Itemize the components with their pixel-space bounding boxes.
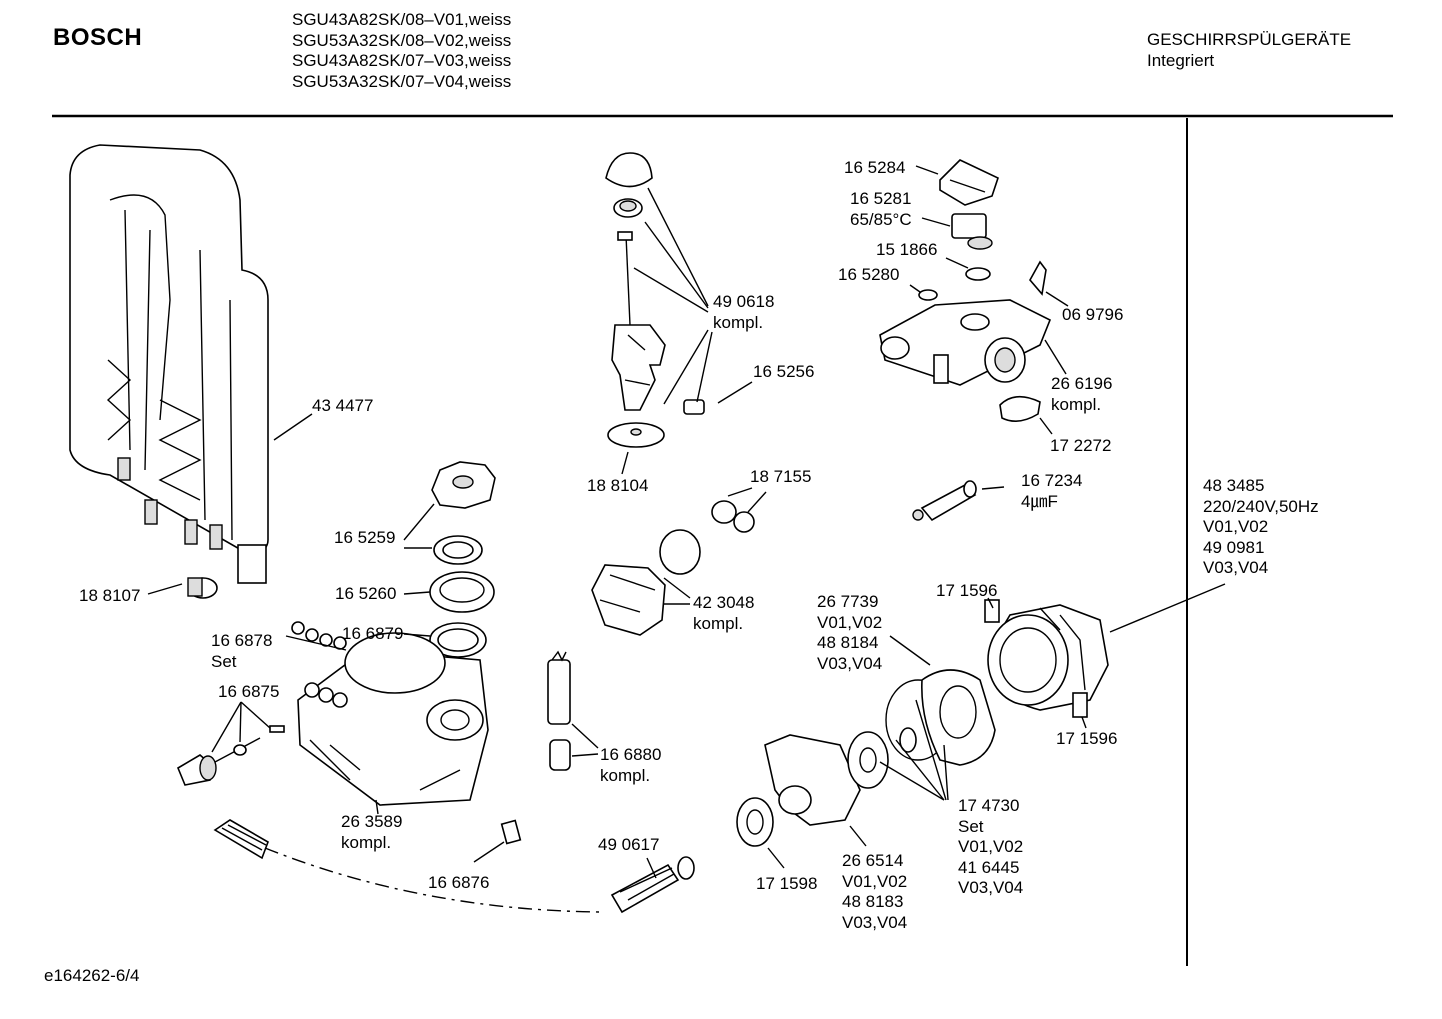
part-label-165260: 16 5260 xyxy=(335,584,397,603)
part-label-171596-bottom: 17 1596 xyxy=(1056,729,1118,748)
part-label-171598: 17 1598 xyxy=(756,874,818,893)
part-label-165284: 16 5284 xyxy=(844,158,906,177)
part-label-434477: 43 4477 xyxy=(312,396,374,415)
part-label-165280: 16 5280 xyxy=(838,265,900,284)
float-assembly-part xyxy=(605,152,705,448)
brand-logo: BOSCH xyxy=(53,24,143,51)
plug-set-part xyxy=(285,621,347,651)
leader-lines xyxy=(147,165,1226,879)
part-label-069796: 06 9796 xyxy=(1062,305,1124,324)
part-label-151866: 15 1866 xyxy=(876,240,938,259)
circulation-pump-part xyxy=(736,669,996,847)
hose-clamp-part xyxy=(187,577,218,599)
part-label-166875: 16 6875 xyxy=(218,682,280,701)
pressure-switch-part xyxy=(591,500,755,636)
part-label-166876: 16 6876 xyxy=(428,873,490,892)
category-block: GESCHIRRSPÜLGERÄTE Integriert xyxy=(1147,30,1351,71)
heating-pump-part xyxy=(984,599,1109,718)
part-label-171596-top: 17 1596 xyxy=(936,581,998,600)
dispenser-part xyxy=(297,632,489,806)
category-title: GESCHIRRSPÜLGERÄTE xyxy=(1147,30,1352,49)
capacitor-part xyxy=(912,480,977,522)
water-pocket-part xyxy=(69,144,269,584)
part-label-187155: 18 7155 xyxy=(750,467,812,486)
part-label-188107: 18 8107 xyxy=(79,586,141,605)
part-label-166879: 16 6879 xyxy=(342,624,404,643)
model-line: SGU43A82SK/07–V03,weiss xyxy=(292,51,512,71)
salt-container-parts xyxy=(429,461,496,658)
part-label-188104: 18 8104 xyxy=(587,476,649,495)
part-label-490617: 49 0617 xyxy=(598,835,660,854)
part-label-165256: 16 5256 xyxy=(753,362,815,381)
category-subtitle: Integriert xyxy=(1147,50,1215,70)
hose-parts xyxy=(213,819,695,914)
part-label-165259: 16 5259 xyxy=(334,528,396,547)
aqua-sensor-part xyxy=(547,650,571,771)
model-line: SGU53A32SK/08–V02,weiss xyxy=(292,30,512,50)
model-list: SGU43A82SK/08–V01,weiss SGU53A32SK/08–V0… xyxy=(292,10,511,93)
model-line: SGU53A32SK/07–V04,weiss xyxy=(292,72,512,92)
part-label-172272: 17 2272 xyxy=(1050,436,1112,455)
sensor-housing-part xyxy=(879,159,1052,422)
model-line: SGU43A82SK/08–V01,weiss xyxy=(292,10,512,29)
valve-part xyxy=(176,725,285,786)
diagram-code: e164262-6/4 xyxy=(44,966,140,985)
